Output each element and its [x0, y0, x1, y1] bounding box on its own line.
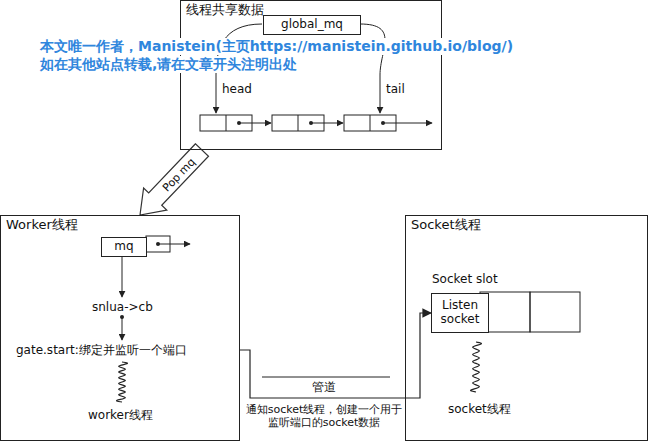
pipe-line [262, 377, 390, 378]
pointer-label: tail [386, 82, 405, 96]
node-text: Listen socket [432, 299, 488, 327]
thread-label: worker线程 [88, 408, 153, 422]
pointer-dot [156, 242, 160, 246]
callback-label: snlua->cb [92, 300, 153, 314]
list-divider [226, 115, 227, 131]
slot-label: Socket slot [432, 272, 498, 286]
list-divider [298, 115, 299, 131]
flow-line [122, 254, 123, 297]
pointer-dot [237, 121, 241, 125]
list-divider [370, 115, 371, 131]
node-text: mq [114, 240, 133, 254]
node-text: Socket线程 [406, 216, 647, 235]
mq-pointer [158, 244, 190, 245]
shared-data-region: global_mq线程共享数据 [180, 0, 442, 150]
list-pointer [383, 123, 432, 124]
watermark: 本文唯一作者，Manistein(主页https://manistein.git… [40, 38, 513, 55]
node-text: global_mq [281, 18, 343, 32]
connector-arrow [240, 313, 431, 398]
tail-pointer [360, 24, 385, 113]
watermark: 如在其他站点转载,请在文章开头注明出处 [40, 56, 297, 73]
thread-region: Listen socket Socket线程 [405, 215, 648, 441]
pipe-label: 管道 [312, 380, 336, 394]
pointer-dot [381, 121, 385, 125]
thread-region: mq Worker线程 [0, 215, 240, 441]
step-label: gate.start:绑定并监听一个端口 [16, 343, 187, 357]
note-label: 通知socket线程，创建一个用于 监听端口的socket数据 [245, 403, 403, 429]
socket-slot-cell: Listen socket [431, 293, 489, 333]
thread-spring [117, 362, 128, 402]
thread-label: socket线程 [448, 402, 511, 416]
pointer-dot [309, 121, 313, 125]
edge-label: Pop mq [160, 156, 196, 193]
list-pointer [239, 123, 271, 124]
flow-line [122, 317, 123, 340]
head-pointer [216, 24, 262, 113]
socket-slot-cell [530, 292, 580, 332]
queue-box: mq [101, 237, 147, 257]
pointer-label: head [222, 82, 252, 96]
node-text: Worker线程 [1, 216, 239, 235]
block-arrow [140, 144, 209, 215]
list-pointer [311, 123, 343, 124]
thread-spring [471, 342, 482, 392]
node-text: 线程共享数据 [181, 1, 441, 20]
pointer-dot [120, 315, 124, 319]
queue-box: global_mq [263, 15, 361, 35]
